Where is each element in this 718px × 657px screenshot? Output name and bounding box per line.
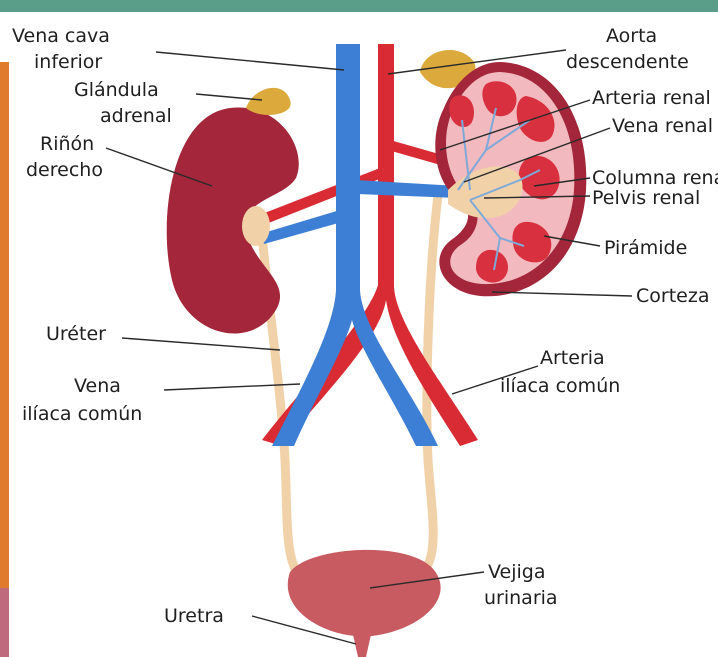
label-vena-iliaca-line2: ilíaca común (22, 403, 142, 425)
left-renal-vein (356, 180, 458, 198)
label-corteza: Corteza (636, 285, 709, 307)
leader-ureter (122, 338, 280, 350)
label-aorta-line1: Aorta (606, 25, 657, 47)
label-glandula-line1: Glándula (74, 79, 159, 101)
label-arteria-iliaca-line2: ilíaca común (500, 375, 620, 397)
label-ureter: Uréter (46, 323, 106, 345)
label-vejiga-line2: urinaria (484, 587, 558, 609)
label-rinon-line2: derecho (26, 159, 103, 181)
label-vena-renal: Vena renal (612, 115, 713, 137)
label-glandula-line2: adrenal (100, 105, 172, 127)
label-vena-cava-line1: Vena cava (12, 25, 110, 47)
label-vejiga-line1: Vejiga (488, 561, 545, 583)
leader-corteza (492, 292, 632, 296)
label-arteria-renal: Arteria renal (592, 87, 711, 109)
label-piramide: Pirámide (604, 237, 687, 259)
label-aorta-line2: descendente (566, 51, 689, 73)
label-arteria-iliaca-line1: Arteria (540, 347, 605, 369)
label-rinon-line1: Riñón (40, 133, 94, 155)
aorta (262, 44, 478, 446)
right-adrenal-gland (246, 88, 291, 115)
label-pelvis-renal: Pelvis renal (592, 187, 700, 209)
vena-cava-inferior (272, 44, 438, 446)
leader-vena-cava (156, 52, 344, 70)
label-vena-iliaca-line1: Vena (74, 375, 121, 397)
right-renal-hilum (242, 206, 270, 246)
right-kidney (167, 107, 299, 333)
label-vena-cava-line2: inferior (34, 51, 102, 73)
label-uretra: Uretra (164, 605, 224, 627)
label-columna-renal: Columna renal (592, 167, 718, 189)
leader-glandula (196, 94, 262, 100)
urinary-bladder (288, 550, 441, 636)
